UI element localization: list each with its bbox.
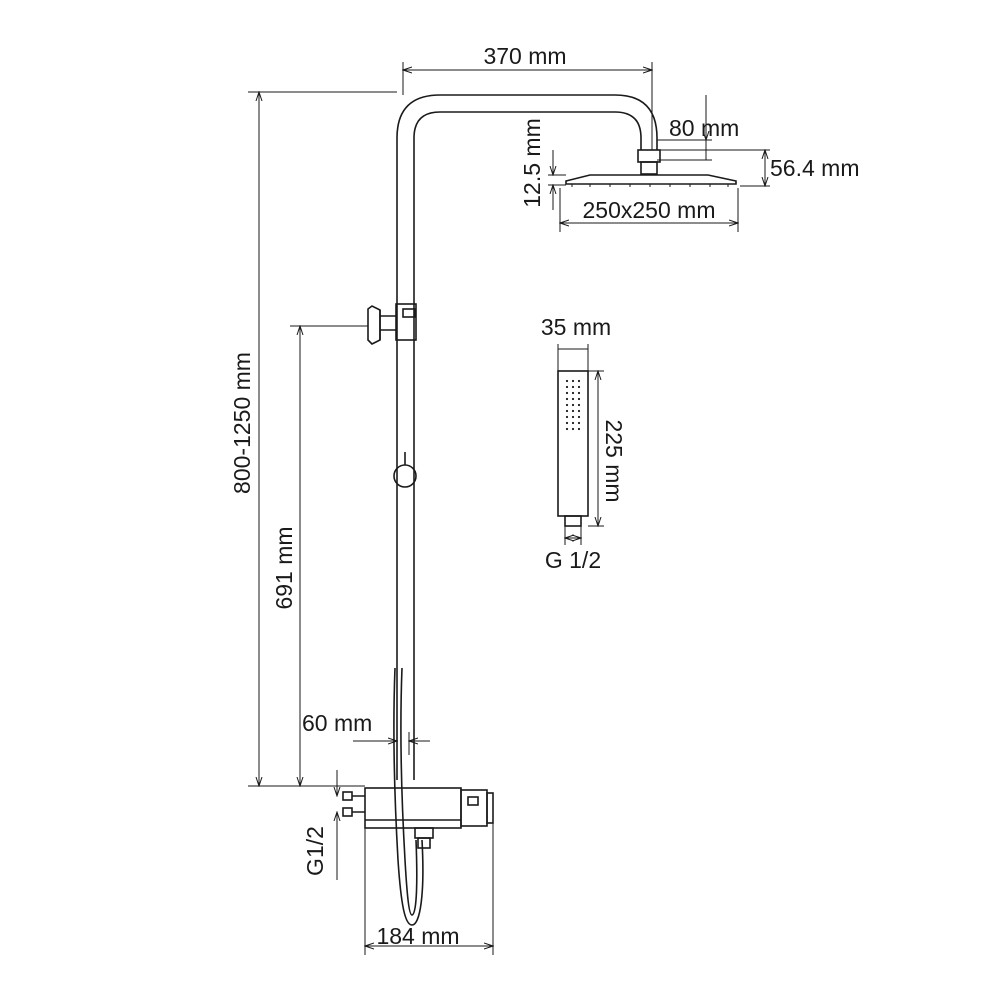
label-head-size: 250x250 mm (583, 197, 716, 223)
label-hand-length: 225 mm (601, 419, 627, 502)
dimension-labels: 370 mm 80 mm 12.5 mm 56.4 mm 250x250 mm … (229, 43, 859, 949)
shower-hose (393, 667, 424, 926)
label-arm-reach: 370 mm (483, 43, 566, 69)
hand-shower (557, 370, 589, 527)
label-hand-width: 35 mm (541, 314, 611, 340)
rain-shower-head (565, 174, 737, 187)
label-inlet-thread: G1/2 (302, 826, 328, 876)
label-head-thickness: 12.5 mm (519, 118, 545, 207)
slider-knob (393, 452, 417, 488)
label-head-height: 56.4 mm (770, 155, 859, 181)
label-pipe-offset: 60 mm (302, 710, 372, 736)
label-mixer-width: 184 mm (376, 923, 459, 949)
head-connector (637, 149, 661, 163)
label-hand-thread: G 1/2 (545, 547, 601, 573)
shower-arm (614, 94, 658, 150)
thermostatic-mixer (342, 787, 494, 849)
shower-column (396, 94, 661, 780)
label-holder-height: 691 mm (271, 526, 297, 609)
dimension-lines (248, 62, 770, 955)
label-arm-drop: 80 mm (669, 115, 739, 141)
hand-shower-holder (300, 303, 417, 345)
label-total-height: 800-1250 mm (229, 352, 255, 494)
